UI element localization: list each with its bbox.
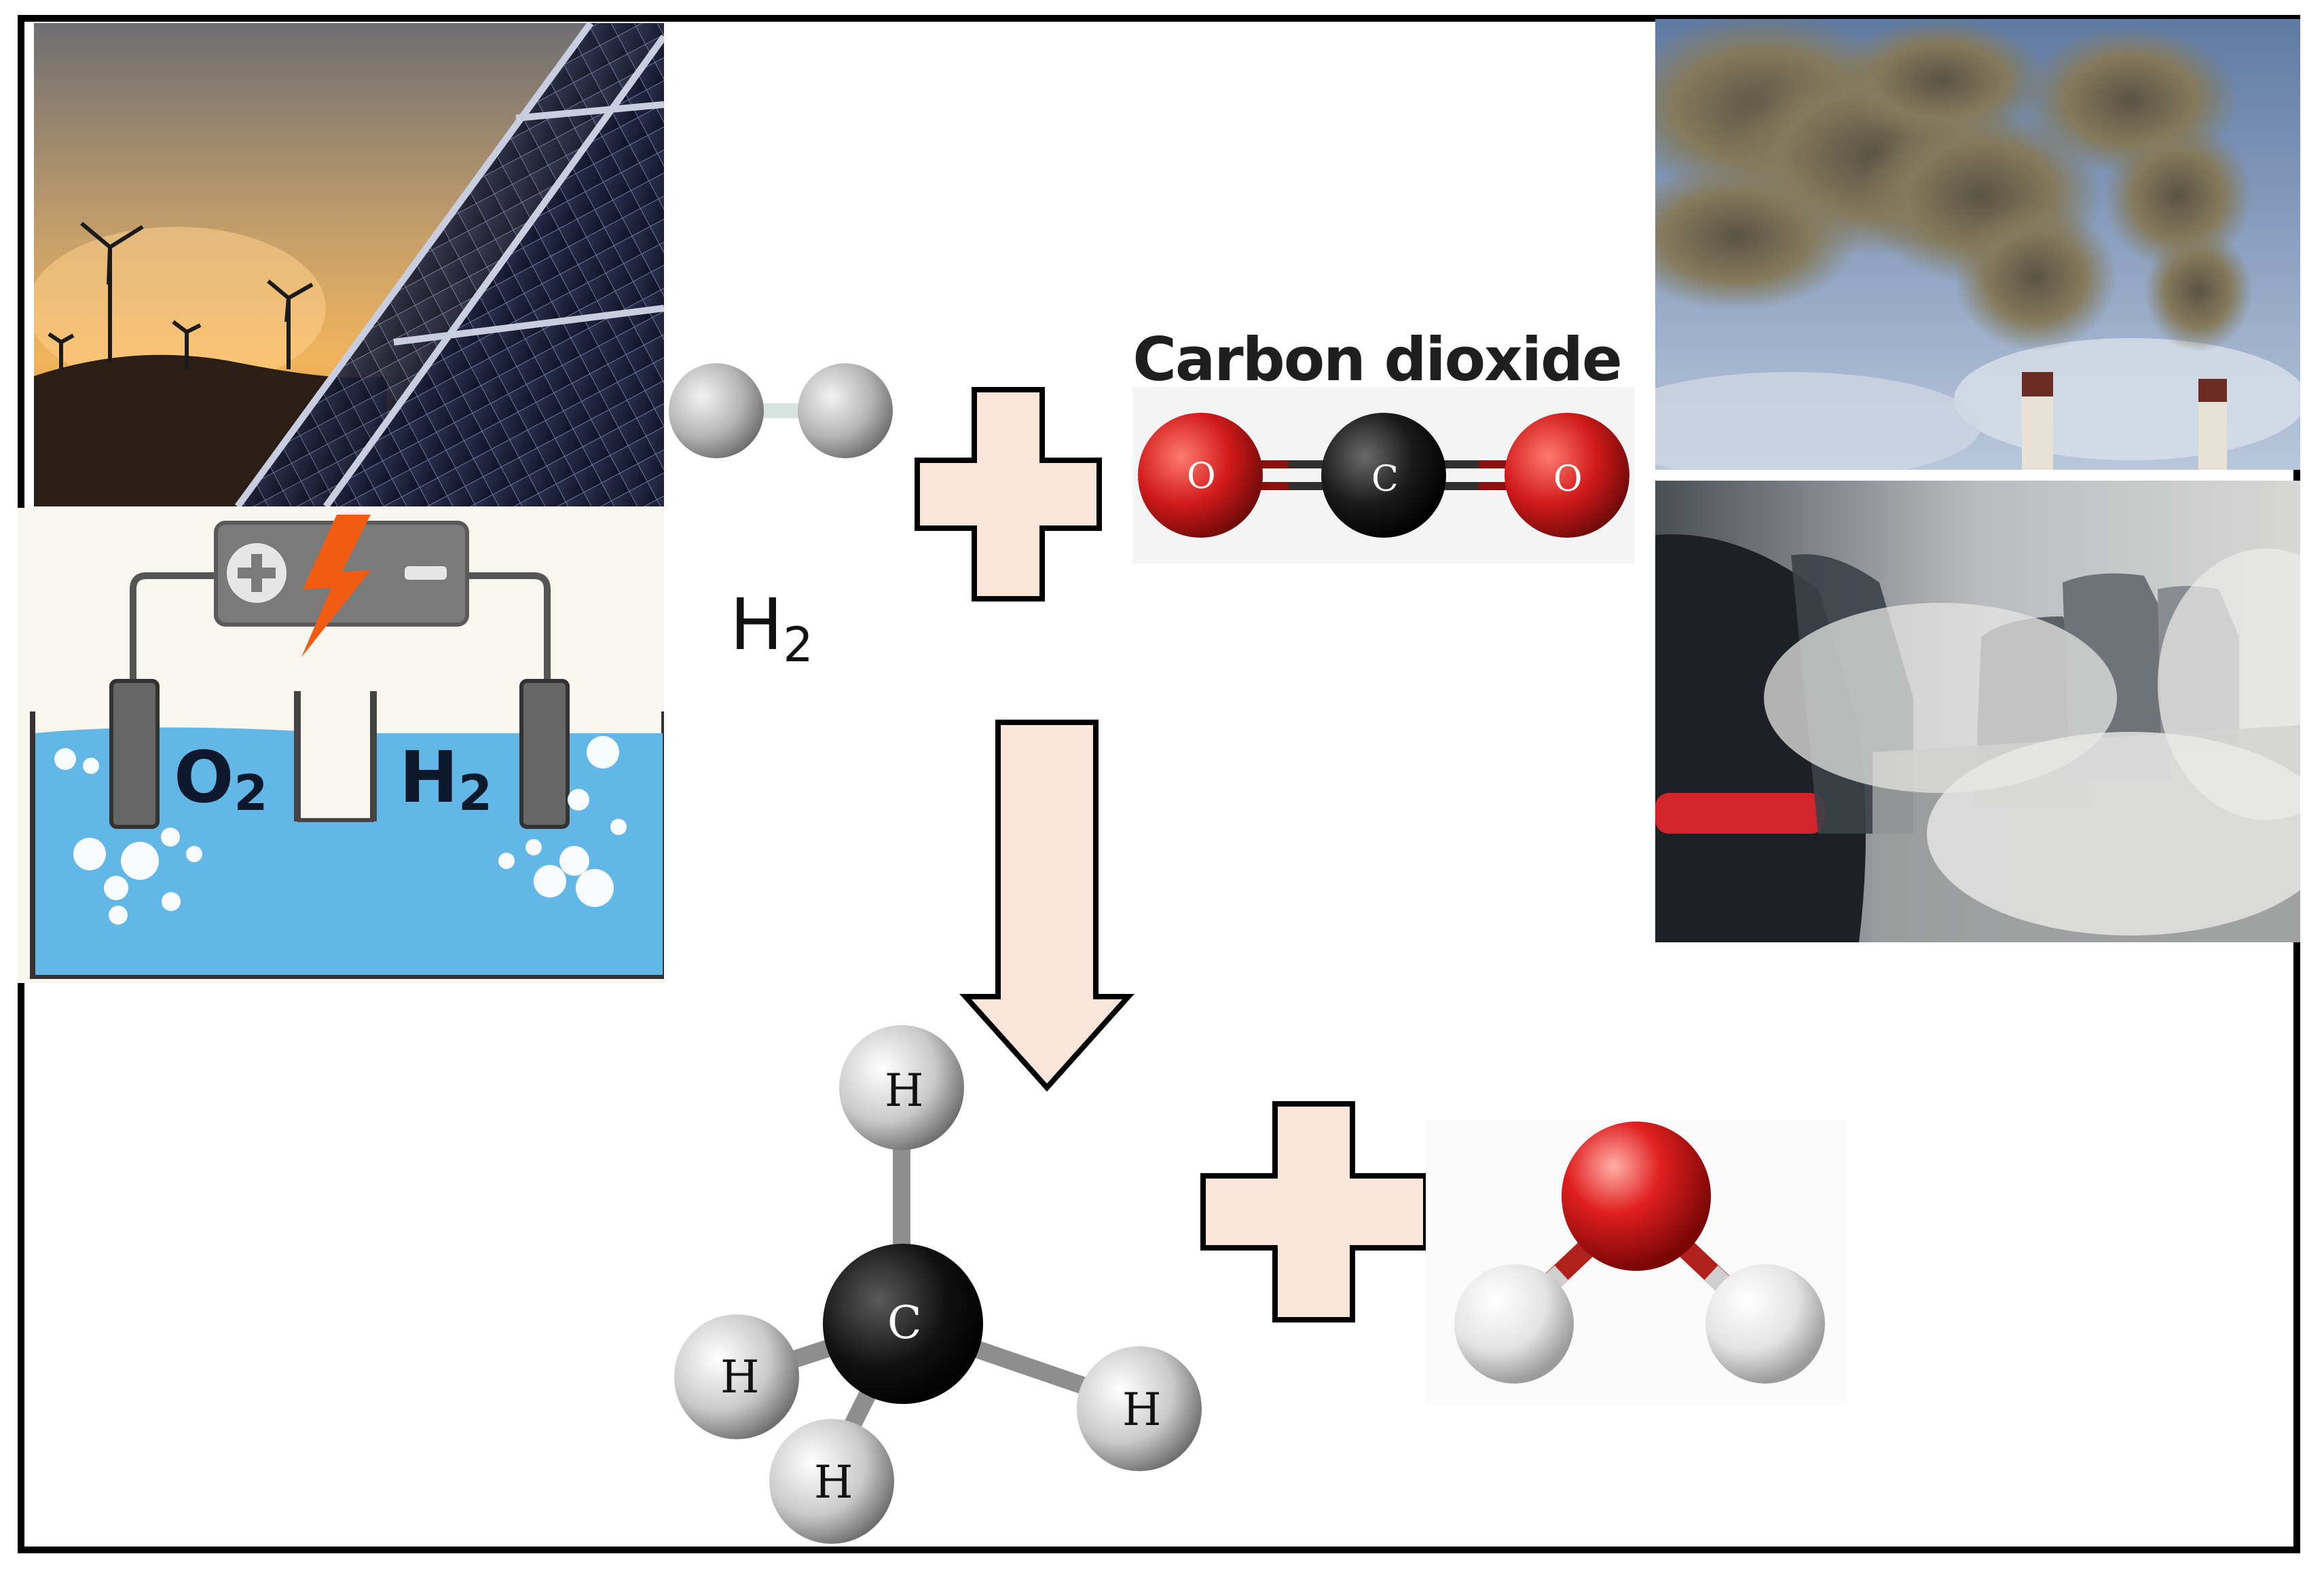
plus-icon-bottom bbox=[1200, 1101, 1428, 1322]
hydrogen-formula: H2 bbox=[730, 589, 813, 669]
hydrogen-subscript: 2 bbox=[458, 764, 493, 821]
smokestack-photo bbox=[1655, 19, 2300, 470]
electrolyzer-illustration: O2 H2 bbox=[18, 508, 664, 983]
methane-atom-center: C bbox=[887, 1297, 922, 1349]
solar-wind-photo bbox=[34, 23, 664, 506]
water-molecule-icon bbox=[1426, 1120, 1847, 1405]
plus-icon-top bbox=[915, 387, 1102, 602]
oxygen-symbol: O bbox=[174, 736, 234, 819]
traffic-exhaust-photo bbox=[1655, 481, 2300, 942]
co2-atom-left: O bbox=[1187, 456, 1216, 497]
electrolyzer-hydrogen-label: H2 bbox=[399, 742, 492, 817]
hydrogen-symbol: H bbox=[399, 736, 459, 819]
electrolyzer-oxygen-label: O2 bbox=[174, 742, 268, 817]
hydrogen-formula-subscript: 2 bbox=[783, 617, 813, 673]
methane-atom-bottom: H bbox=[814, 1456, 853, 1509]
methane-atom-top: H bbox=[885, 1065, 924, 1117]
methane-atom-left: H bbox=[720, 1351, 760, 1403]
co2-atom-right: O bbox=[1553, 459, 1583, 500]
co2-molecule-icon: O C O bbox=[1132, 387, 1635, 563]
hydrogen-molecule-icon bbox=[669, 363, 893, 458]
oxygen-subscript: 2 bbox=[234, 764, 268, 821]
methane-molecule-icon: H C H H H bbox=[669, 1018, 1212, 1548]
reaction-arrow-down bbox=[959, 720, 1135, 1092]
methane-atom-right: H bbox=[1122, 1384, 1162, 1436]
hydrogen-formula-symbol: H bbox=[730, 583, 783, 666]
carbon-dioxide-title: Carbon dioxide bbox=[1132, 325, 1622, 394]
co2-atom-center: C bbox=[1371, 459, 1399, 500]
